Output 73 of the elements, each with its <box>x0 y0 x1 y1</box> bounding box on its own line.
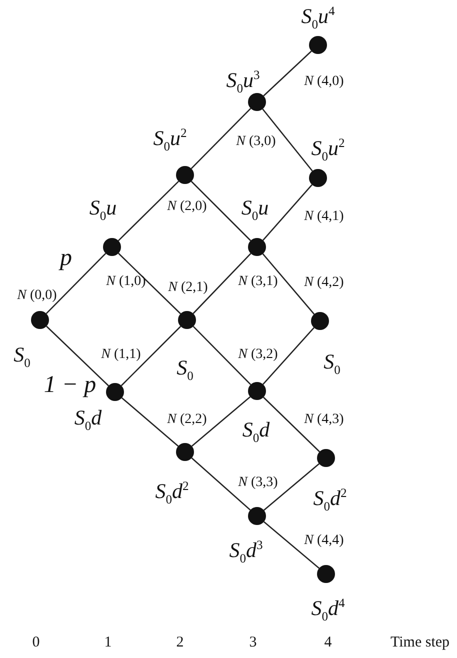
node-index-label: N (4,0) <box>304 75 344 89</box>
tree-node-dot <box>248 507 266 525</box>
node-index-label: N (1,0) <box>106 275 146 289</box>
price-label: S$_{0}$d$^{4}$ <box>311 597 345 623</box>
price-label: S$_{0}$ <box>176 358 194 382</box>
price-label: S$_{0}$ <box>324 352 340 376</box>
tree-node-dot <box>248 93 266 111</box>
tree-node-dot <box>31 311 49 329</box>
price-label: S$_{0}$d <box>242 420 270 444</box>
node-index-label: N (2,2) <box>167 413 207 427</box>
price-label: S$_{0}$d$^{2}$ <box>155 480 189 506</box>
node-index-label: N (3,0) <box>236 135 276 149</box>
price-label: S$_{0}$d <box>74 408 102 432</box>
tree-branch <box>263 396 320 452</box>
axis-title: Time step <box>390 636 450 650</box>
tree-node-dot <box>176 166 194 184</box>
price-label: S$_{0}$d$^{2}$ <box>313 487 347 513</box>
tree-branch <box>192 326 252 386</box>
tree-branch <box>46 326 109 386</box>
tree-branch <box>121 397 179 447</box>
tree-node-dot <box>309 36 327 54</box>
tree-node-dot <box>309 169 327 187</box>
node-index-label: N (1,1) <box>101 348 141 362</box>
tree-branch <box>262 108 313 172</box>
tree-branch <box>263 521 320 569</box>
tree-node-dot <box>178 311 196 329</box>
price-label: S$_{0}$ <box>14 344 30 370</box>
probability-label: p <box>60 246 72 270</box>
tree-branch <box>191 458 251 510</box>
price-label: S$_{0}$u$^{3}$ <box>226 69 260 95</box>
time-step-number: 3 <box>249 636 257 650</box>
tree-node-dot <box>106 383 124 401</box>
price-label: S$_{0}$u <box>241 198 269 222</box>
tree-branch <box>46 252 106 314</box>
tree-branch <box>263 463 320 511</box>
tree-branch <box>263 50 312 96</box>
time-step-number: 1 <box>104 636 112 650</box>
time-step-number: 2 <box>176 636 184 650</box>
price-label: S$_{0}$u$^{2}$ <box>311 137 345 163</box>
price-label: S$_{0}$u <box>89 198 117 222</box>
tree-node-dot <box>176 443 194 461</box>
time-step-number: 4 <box>324 636 332 650</box>
price-label: S$_{0}$d$^{3}$ <box>229 539 263 565</box>
node-index-label: N (2,1) <box>168 281 208 295</box>
tree-branch <box>262 184 313 241</box>
tree-branch <box>190 108 252 170</box>
tree-node-dot <box>317 449 335 467</box>
node-index-label: N (0,0) <box>17 289 57 303</box>
price-label: S$_{0}$u$^{2}$ <box>153 127 187 153</box>
node-index-label: N (2,0) <box>167 200 207 214</box>
node-index-label: N (3,2) <box>238 348 278 362</box>
tree-node-dot <box>311 312 329 330</box>
node-index-label: N (4,4) <box>304 534 344 548</box>
tree-node-dot <box>248 238 266 256</box>
tree-node-dot <box>248 382 266 400</box>
tree-node-dot <box>317 565 335 583</box>
time-step-number: 0 <box>32 636 40 650</box>
tree-branch <box>120 326 182 386</box>
tree-branch <box>118 252 181 314</box>
node-index-label: N (4,2) <box>304 276 344 290</box>
tree-branch <box>262 253 315 315</box>
price-label: S$_{0}$u$^{4}$ <box>301 5 335 31</box>
tree-branch <box>190 180 252 242</box>
tree-branch <box>191 396 251 447</box>
node-index-label: N (3,3) <box>238 476 278 490</box>
node-index-label: N (3,1) <box>238 275 278 289</box>
tree-node-dot <box>103 238 121 256</box>
tree-branch <box>262 327 314 385</box>
node-index-label: N (4,1) <box>304 210 344 224</box>
probability-label: 1 − p <box>44 373 96 397</box>
node-index-label: N (4,3) <box>304 413 344 427</box>
tree-branch <box>118 180 180 242</box>
tree-branch <box>192 253 252 314</box>
